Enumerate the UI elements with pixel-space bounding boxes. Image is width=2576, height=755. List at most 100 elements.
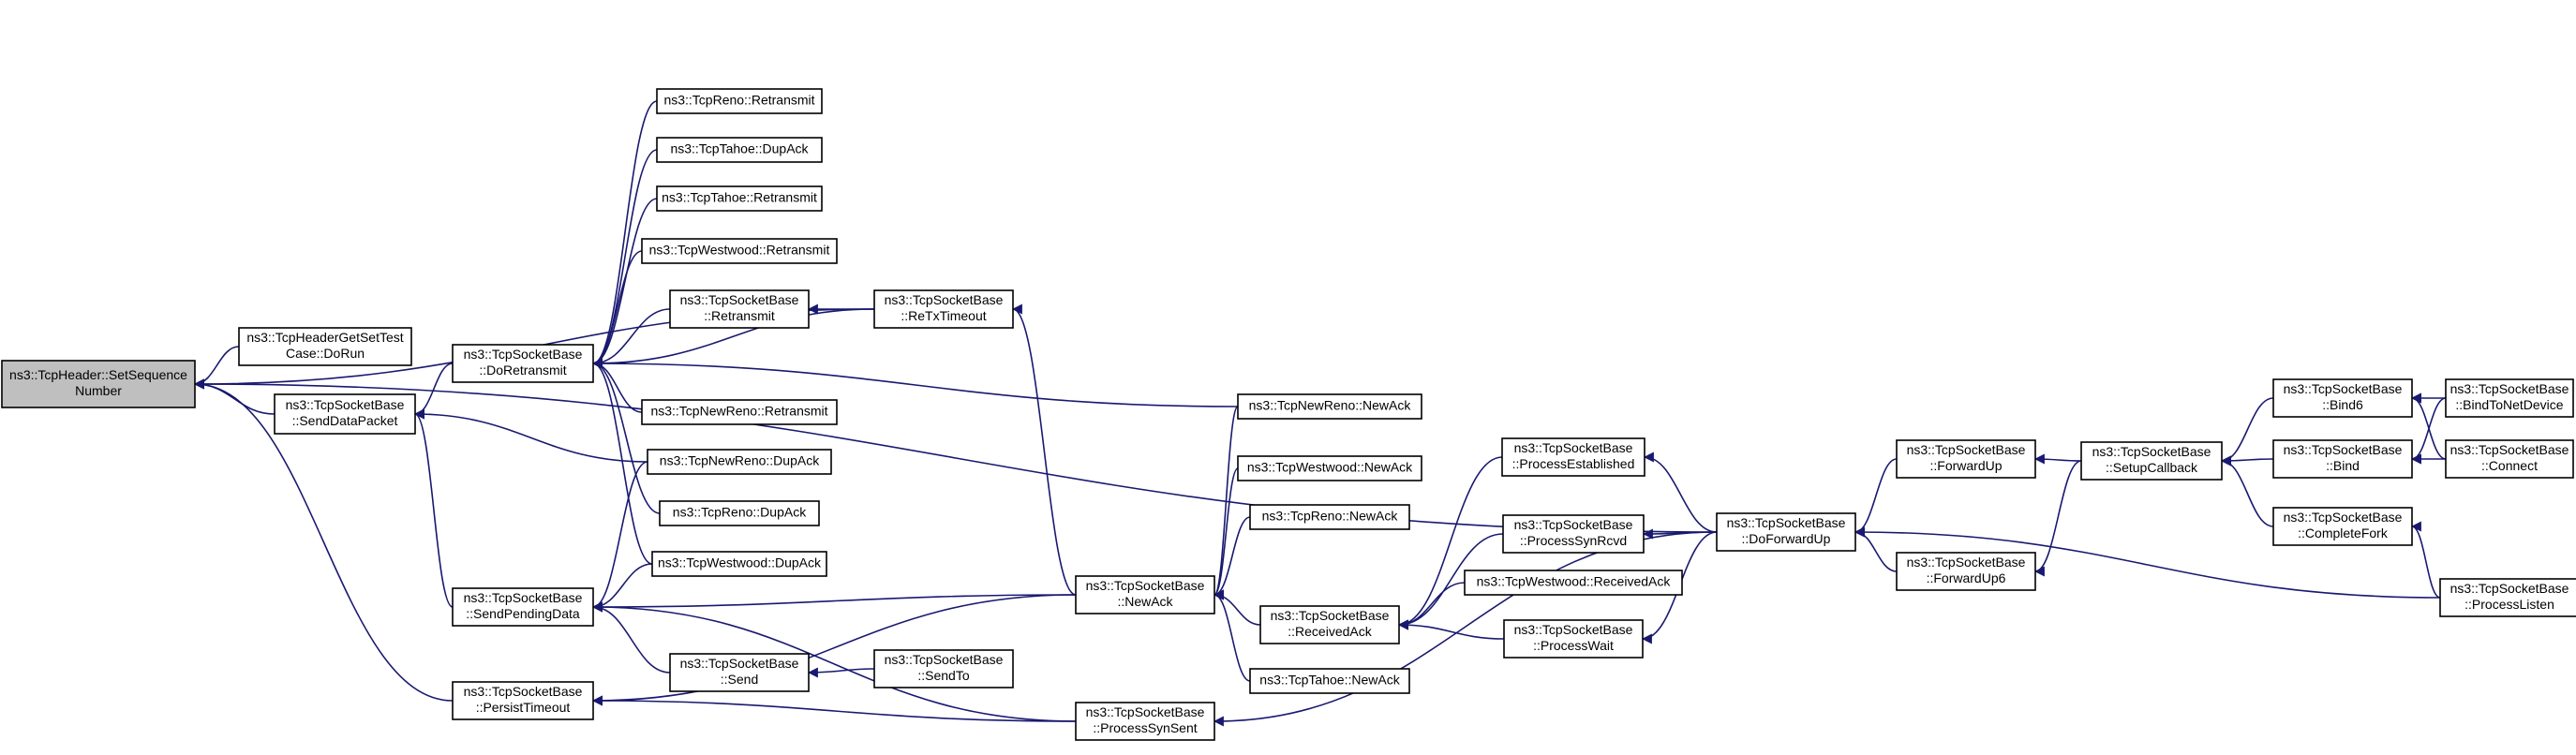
node-newreno-newack[interactable]: ns3::TcpNewReno::NewAck	[1237, 393, 1422, 420]
edge-proc_synsent-to-persist	[591, 695, 1077, 722]
node-sendto[interactable]: ns3::TcpSocketBase::SendTo	[873, 649, 1014, 688]
node-tsb-retx[interactable]: ns3::TcpSocketBase::Retransmit	[669, 289, 810, 329]
edge-tahoe_retx-to-do_retx	[591, 198, 658, 369]
node-label: ns3::TcpSocketBase	[464, 684, 583, 699]
node-box	[873, 649, 1014, 688]
node-reno-newack[interactable]: ns3::TcpReno::NewAck	[1249, 504, 1410, 530]
node-bind-netdev[interactable]: ns3::TcpSocketBase::BindToNetDevice	[2445, 378, 2574, 418]
edge-new_ack-to-retx_timeout	[1011, 303, 1077, 596]
node-label: ::ProcessEstablished	[1512, 456, 1635, 471]
node-label: ::ReTxTimeout	[901, 308, 986, 323]
edge-west_dup-to-do_retx	[591, 358, 653, 565]
node-tahoe-dup[interactable]: ns3::TcpTahoe::DupAck	[656, 137, 823, 163]
node-label: ns3::TcpWestwood::NewAck	[1247, 460, 1413, 475]
node-box	[1502, 514, 1645, 554]
node-label: ::SetupCallback	[2106, 460, 2198, 475]
edge-tahoe_newack-to-new_ack	[1213, 589, 1251, 682]
node-label: Number	[75, 383, 122, 398]
node-connect[interactable]: ns3::TcpSocketBase::Connect	[2445, 439, 2574, 479]
node-west-newack[interactable]: ns3::TcpWestwood::NewAck	[1237, 455, 1422, 481]
node-label: ::SendPendingData	[466, 606, 580, 621]
node-proc-wait[interactable]: ns3::TcpSocketBase::ProcessWait	[1503, 619, 1644, 659]
node-proc-listen[interactable]: ns3::TcpSocketBase::ProcessListen	[2439, 578, 2576, 617]
node-bind[interactable]: ns3::TcpSocketBase::Bind	[2272, 439, 2413, 479]
node-label: ns3::TcpSocketBase	[680, 292, 799, 307]
node-west-dup[interactable]: ns3::TcpWestwood::DupAck	[651, 551, 827, 577]
node-label: ::NewAck	[1117, 594, 1173, 609]
node-label: ::CompleteFork	[2298, 526, 2389, 540]
node-label: ns3::TcpSocketBase	[286, 397, 405, 412]
node-reno-dup[interactable]: ns3::TcpReno::DupAck	[659, 500, 820, 526]
node-box	[2272, 439, 2413, 479]
edge-new_ack-to-persist	[591, 594, 1077, 706]
edge-bind-to-setup_cb	[2220, 455, 2274, 466]
node-label: ns3::TcpSocketBase	[885, 652, 1004, 667]
node-setup-cb[interactable]: ns3::TcpSocketBase::SetupCallback	[2080, 441, 2223, 481]
node-label: ns3::TcpNewReno::Retransmit	[650, 404, 827, 419]
node-tahoe-newack[interactable]: ns3::TcpTahoe::NewAck	[1249, 668, 1410, 694]
edge-fwd_up6-to-do_fwd	[1854, 526, 1898, 572]
node-label: ns3::TcpSocketBase	[2450, 442, 2569, 457]
node-fwd-up6[interactable]: ns3::TcpSocketBase::ForwardUp6	[1896, 552, 2036, 591]
edge-west_retx-to-do_retx	[591, 250, 643, 369]
node-persist[interactable]: ns3::TcpSocketBase::PersistTimeout	[452, 681, 594, 720]
node-label: ns3::TcpSocketBase	[464, 590, 583, 605]
node-box	[1716, 512, 1856, 552]
node-label: ns3::TcpTahoe::Retransmit	[662, 190, 817, 205]
edges-layer	[193, 100, 2447, 727]
edge-send_pending-to-send_data	[413, 408, 454, 608]
edge-newreno_newack-to-do_retx	[591, 358, 1239, 407]
node-fwd-up[interactable]: ns3::TcpSocketBase::ForwardUp	[1896, 439, 2036, 479]
node-label: ns3::TcpSocketBase	[1271, 608, 1390, 623]
node-box	[1503, 619, 1644, 659]
node-complete-fork[interactable]: ns3::TcpSocketBase::CompleteFork	[2272, 507, 2413, 546]
node-newreno-dup[interactable]: ns3::TcpNewReno::DupAck	[647, 449, 832, 475]
node-label: ns3::TcpHeaderGetSetTest	[246, 330, 403, 345]
node-new-ack[interactable]: ns3::TcpSocketBase::NewAck	[1075, 575, 1215, 614]
node-label: ::ProcessWait	[1533, 638, 1614, 653]
node-box	[1075, 702, 1215, 741]
node-newreno-retx[interactable]: ns3::TcpNewReno::Retransmit	[641, 399, 838, 425]
node-bind6[interactable]: ns3::TcpSocketBase::Bind6	[2272, 378, 2413, 418]
node-send-pending[interactable]: ns3::TcpSocketBase::SendPendingData	[452, 587, 594, 627]
edge-do_retx-to-send_data	[413, 363, 454, 420]
edge-reno_retx-to-do_retx	[591, 100, 658, 369]
edge-retx_timeout-to-do_retx	[591, 308, 875, 369]
node-label: ::Retransmit	[704, 308, 775, 323]
node-label: Case::DoRun	[286, 346, 365, 361]
node-tahoe-retx[interactable]: ns3::TcpTahoe::Retransmit	[656, 185, 823, 212]
node-west-retx[interactable]: ns3::TcpWestwood::Retransmit	[641, 238, 838, 264]
node-reno-retx[interactable]: ns3::TcpReno::Retransmit	[656, 88, 823, 114]
node-box	[1896, 439, 2036, 479]
node-box	[1501, 437, 1645, 477]
node-label: ns3::TcpReno::Retransmit	[663, 93, 814, 108]
node-label: ns3::TcpSocketBase	[2450, 581, 2569, 596]
node-label: ::DoForwardUp	[1742, 531, 1831, 546]
edge-newreno_dup-to-send_pending	[591, 461, 648, 613]
node-do-fwd[interactable]: ns3::TcpSocketBase::DoForwardUp	[1716, 512, 1856, 552]
edge-proc_listen-to-do_fwd	[1854, 526, 2441, 599]
edge-newreno_dup-to-send_data	[413, 408, 648, 463]
edge-hdr_test-to-set_seq	[193, 346, 240, 390]
node-recv-ack[interactable]: ns3::TcpSocketBase::ReceivedAck	[1259, 605, 1400, 644]
node-box	[274, 393, 416, 435]
node-retx-timeout[interactable]: ns3::TcpSocketBase::ReTxTimeout	[873, 289, 1014, 329]
node-send-data[interactable]: ns3::TcpSocketBase::SendDataPacket	[274, 393, 416, 435]
node-label: ::Connect	[2481, 458, 2538, 473]
node-label: ::ReceivedAck	[1288, 624, 1372, 639]
node-proc-synsent[interactable]: ns3::TcpSocketBase::ProcessSynSent	[1075, 702, 1215, 741]
node-send[interactable]: ns3::TcpSocketBase::Send	[669, 653, 810, 692]
node-box	[1, 360, 196, 408]
node-proc-est[interactable]: ns3::TcpSocketBase::ProcessEstablished	[1501, 437, 1645, 477]
node-proc-synrcvd[interactable]: ns3::TcpSocketBase::ProcessSynRcvd	[1502, 514, 1645, 554]
node-do-retx[interactable]: ns3::TcpSocketBase::DoRetransmit	[452, 344, 594, 383]
node-label: ::DoRetransmit	[479, 363, 566, 378]
node-box	[1259, 605, 1400, 644]
node-label: ns3::TcpHeader::SetSequence	[9, 367, 187, 382]
node-box	[452, 587, 594, 627]
node-west-recvack[interactable]: ns3::TcpWestwood::ReceivedAck	[1464, 570, 1683, 596]
node-label: ns3::TcpReno::NewAck	[1262, 509, 1399, 524]
node-box	[641, 399, 838, 425]
